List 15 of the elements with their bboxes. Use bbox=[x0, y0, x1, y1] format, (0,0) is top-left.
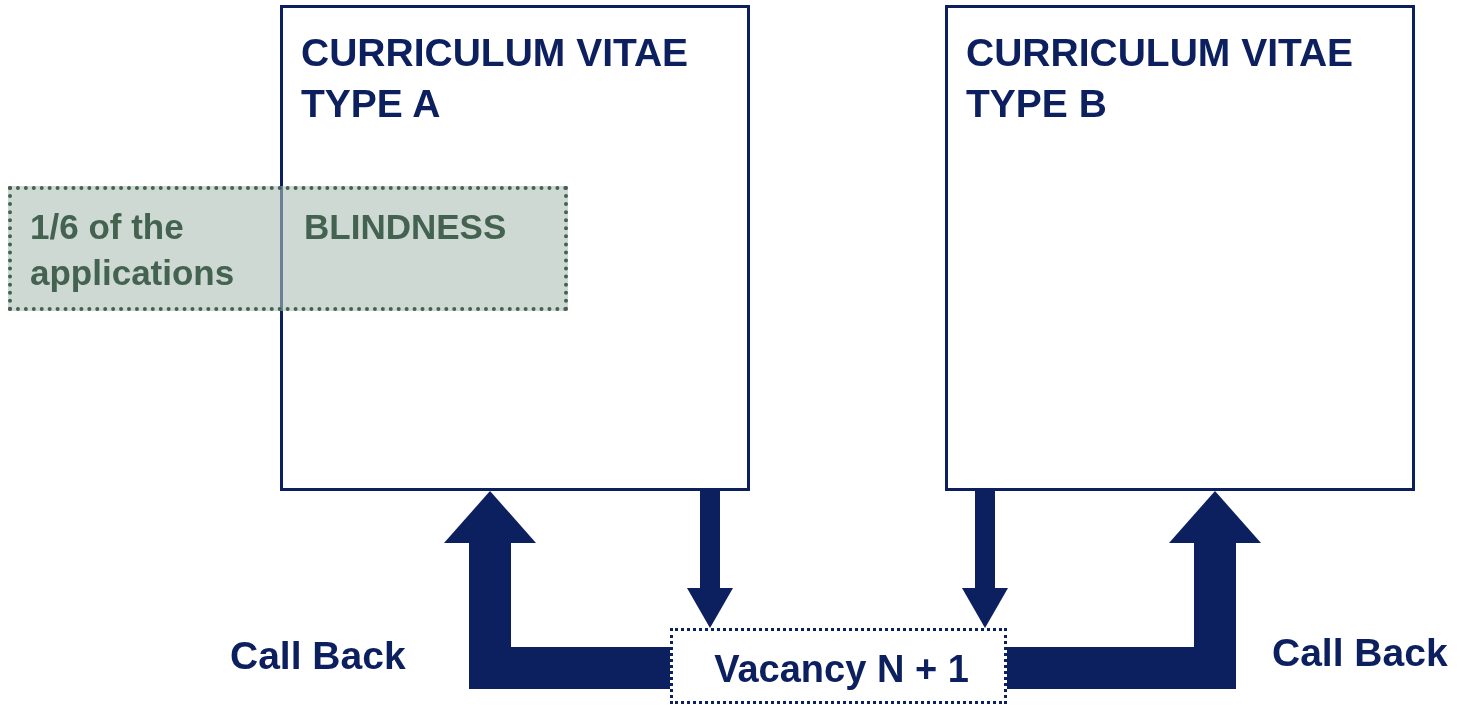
box-title: CURRICULUM VITAE TYPE B bbox=[966, 30, 1355, 127]
highlight-band bbox=[8, 186, 568, 311]
vacancy-box bbox=[670, 628, 1007, 704]
vacancy-label: Vacancy N + 1 bbox=[713, 647, 970, 692]
document-box bbox=[280, 5, 750, 491]
arrow bbox=[1007, 491, 1261, 689]
arrow bbox=[962, 491, 1008, 628]
document-box bbox=[945, 5, 1415, 491]
arrow bbox=[687, 491, 733, 628]
band-text: 1/6 of the applications bbox=[30, 206, 236, 294]
edge-label: Call Back bbox=[1272, 631, 1448, 675]
box-title: CURRICULUM VITAE TYPE A bbox=[301, 30, 690, 127]
edge-label: Call Back bbox=[230, 634, 406, 678]
band-text: BLINDNESS bbox=[304, 206, 508, 248]
arrow bbox=[444, 491, 670, 689]
